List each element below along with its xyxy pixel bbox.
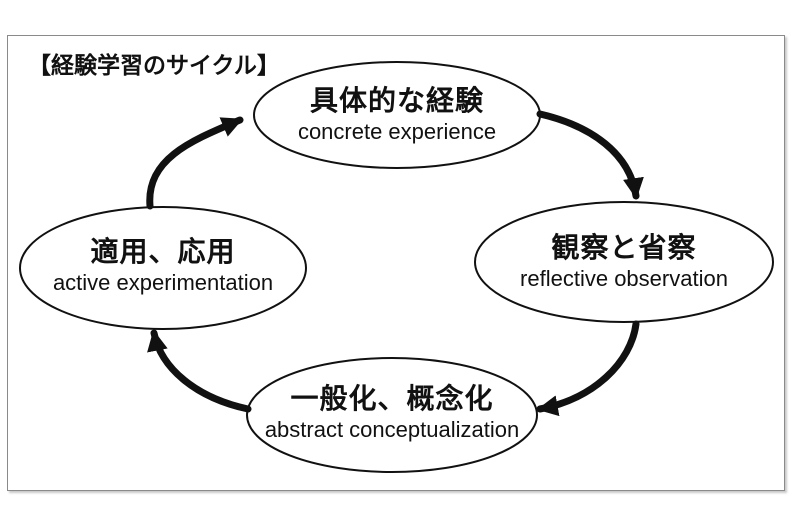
ellipse-reflective-observation [474, 201, 774, 323]
diagram-title: 【経験学習のサイクル】 [28, 52, 280, 78]
arrow-right-to-bottom [536, 320, 640, 417]
arrow-top-to-right [536, 110, 644, 200]
ellipse-active-experimentation [19, 206, 307, 330]
arrow-bottom-to-left [147, 329, 252, 413]
ellipse-concrete-experience [253, 61, 541, 169]
arrow-left-to-top [146, 116, 244, 210]
ellipse-abstract-conceptualization [246, 357, 538, 473]
